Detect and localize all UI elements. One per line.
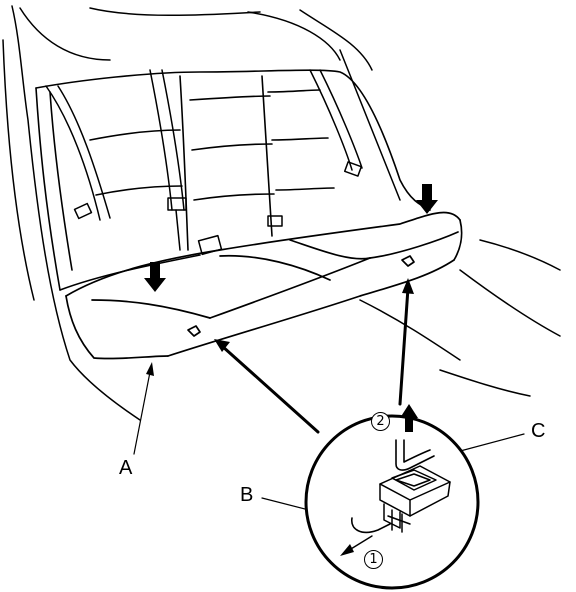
label-b: B	[240, 484, 254, 506]
seat-back	[35, 69, 431, 291]
car-body-outline	[2, 5, 561, 421]
label-c: C	[531, 420, 546, 442]
push-arrow-right	[416, 184, 438, 214]
seat-hook-b	[351, 517, 391, 534]
step-1-marker: 1	[364, 550, 383, 569]
pull-arrow-head	[340, 544, 354, 556]
push-down-arrows	[144, 184, 438, 292]
seat-belts	[45, 69, 363, 256]
leader-lines	[214, 278, 414, 434]
seat-hook-c	[395, 439, 435, 471]
lift-up-arrow	[400, 404, 418, 432]
seat-cushion	[65, 211, 463, 360]
label-a: A	[119, 457, 133, 479]
step-2-marker: 2	[371, 412, 390, 431]
detail-circle	[304, 404, 480, 590]
seat-bracket	[379, 465, 451, 533]
push-arrow-left	[144, 262, 166, 292]
